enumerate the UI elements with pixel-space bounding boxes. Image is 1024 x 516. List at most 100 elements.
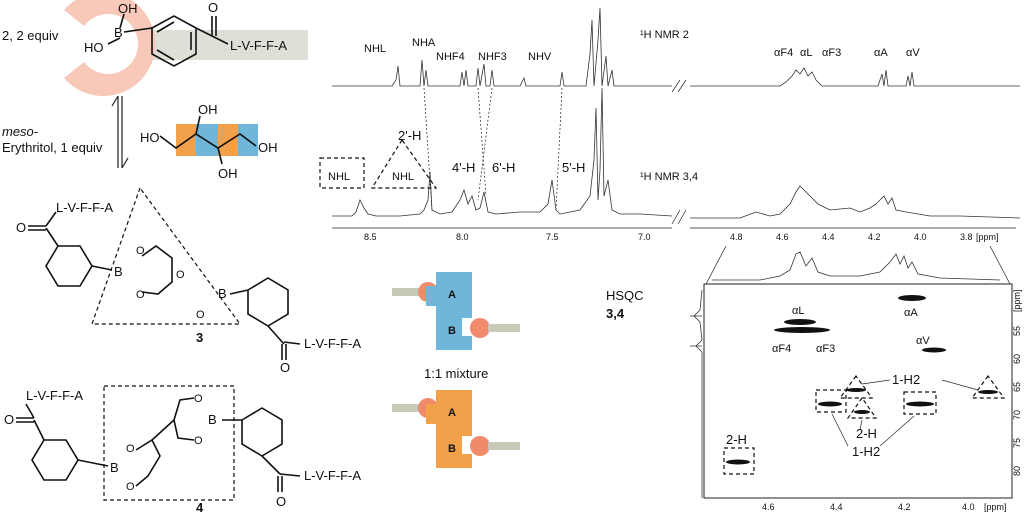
ppm-tick-46: 4.6 — [776, 232, 789, 242]
hsqc-peak-2h-b — [726, 459, 750, 465]
hsqc-label-1h2-top: 1-H2 — [892, 372, 920, 387]
peptide-label-4a: L-V-F-F-A — [26, 388, 83, 403]
nmr-trace-34-right — [690, 185, 1021, 219]
ppm-unit: [ppm] — [976, 232, 999, 242]
carbonyl-o-4a: O — [4, 412, 14, 427]
oxygen-3c: O — [176, 269, 185, 281]
hsqc-y-unit: [ppm] — [1012, 289, 1022, 312]
nmr-34-title: ¹H NMR 3,4 — [640, 171, 698, 183]
hsqc-peak-1h2-d — [978, 390, 998, 394]
peptide-label-3b: L-V-F-F-A — [304, 336, 361, 351]
hsqc-label-alpha-a: αA — [904, 307, 918, 319]
peak34-2h: 2'-H — [398, 128, 421, 143]
hsqc-square-2 — [903, 391, 937, 415]
mixture-label: 1:1 mixture — [424, 366, 488, 381]
hsqc-1d-projection — [712, 251, 1001, 281]
oxygen-3d: O — [196, 309, 205, 321]
hsqc-label-alpha-l: αL — [792, 305, 804, 317]
oxygen-4b: O — [126, 481, 135, 493]
peak34-6h: 6'-H — [492, 160, 515, 175]
ppm-tick-85: 8.5 — [364, 232, 377, 242]
hsqc-y-tick-60: 60 — [1012, 354, 1022, 364]
compound-4-number: 4 — [196, 500, 204, 515]
hsqc-y-tick-75: 75 — [1012, 438, 1022, 448]
correlation-lines — [423, 87, 563, 213]
hsqc-peak-1h2-a — [818, 401, 842, 407]
peak34-4h: 4'-H — [452, 160, 475, 175]
hsqc-plot: αL αA αF4 αF3 αV 1-H2 2-H 1-H2 2-H 4.6 4… — [690, 283, 1022, 512]
compound-3: L-V-F-F-A O B O O O O B O L-V-F-F-A 3 — [16, 186, 361, 375]
hsqc-f1-projection — [693, 289, 703, 498]
hsqc-triangle-3 — [970, 374, 1006, 399]
benzene-ring-4b — [241, 407, 283, 457]
peptide-label-3a: L-V-F-F-A — [56, 200, 113, 215]
ppm-tick-38: 3.8 — [960, 232, 973, 242]
block-schematic-orange: A B — [392, 390, 520, 468]
hsqc-square-3 — [723, 447, 755, 475]
hsqc-frame — [703, 283, 1013, 499]
hsqc-peak-alpha-a — [898, 295, 926, 301]
ppm-tick-40: 4.0 — [914, 232, 927, 242]
hsqc-label-2h-left: 2-H — [726, 432, 747, 447]
hsqc-x-unit: [ppm] — [984, 502, 1007, 512]
ppm-tick-48: 4.8 — [730, 232, 743, 242]
compound-2-label: 2, 2 equiv — [2, 28, 59, 43]
hsqc-y-tick-65: 65 — [1012, 382, 1022, 392]
hsqc-projection — [705, 245, 1011, 285]
carbonyl-o-4b: O — [276, 494, 286, 509]
oxygen-4a: O — [126, 443, 135, 455]
ppm-tick-42: 4.2 — [868, 232, 881, 242]
ppm-tick-75: 7.5 — [546, 232, 559, 242]
erythritol: HO OH OH OH — [140, 102, 278, 181]
hsqc-y-tick-55: 55 — [1012, 326, 1022, 336]
peak-nh-l: NHL — [364, 43, 386, 55]
hsqc-label-2h-mid: 2-H — [856, 426, 877, 441]
nmr-trace-2-left — [332, 7, 672, 87]
oxygen-4d: O — [194, 435, 203, 447]
hsqc-square-1 — [815, 389, 847, 413]
nmr-trace-2-right — [690, 67, 1020, 87]
carbonyl-o-3b: O — [280, 360, 290, 375]
boron-disk — [64, 0, 156, 96]
carbonyl-o-3a: O — [16, 220, 26, 235]
ppm-axis: 8.5 8.0 7.5 7.0 4.8 4.6 4.4 4.2 4.0 3.8 … — [332, 227, 1016, 242]
block-a-orange: A — [448, 407, 456, 419]
hsqc-subtitle: 3,4 — [606, 306, 625, 321]
hsqc-triangle-2 — [846, 396, 878, 419]
hsqc-peak-alpha-v — [922, 347, 946, 353]
peak-nh-v: NHV — [528, 51, 552, 63]
hsqc-label-alpha-f3: αF3 — [816, 343, 835, 355]
hsqc-title: HSQC — [606, 288, 644, 303]
boron-4a: B — [110, 460, 119, 475]
block-b-orange: B — [448, 443, 456, 455]
square-marker-nhl — [319, 157, 365, 189]
hsqc-peak-alpha-l — [784, 319, 816, 325]
nmr-spectrum-2: ¹H NMR 2 — [332, 7, 1020, 93]
compound-2: B OH HO O L-V-F-F-A 2, 2 equiv — [2, 0, 308, 96]
boron-atom: B — [114, 25, 123, 40]
peptide-label-2: L-V-F-F-A — [230, 38, 287, 53]
erythritol-oh-3: OH — [218, 166, 238, 181]
oxygen-3b: O — [136, 289, 145, 301]
block-a-blue: A — [448, 289, 456, 301]
peak-alpha-a: αA — [874, 47, 888, 59]
oxygen-3a: O — [136, 245, 145, 257]
hsqc-y-tick-80: 80 — [1012, 466, 1022, 476]
peak-nh-f4: NHF4 — [436, 51, 465, 63]
peak34-nh-l-square: NHL — [328, 171, 350, 183]
hsqc-peak-2h-a — [854, 410, 870, 414]
compound-4: L-V-F-F-A O B O O O B O O L-V-F-F-A 4 — [4, 385, 361, 515]
hsqc-x-tick-42: 4.2 — [898, 502, 911, 512]
peptide-label-4b: L-V-F-F-A — [304, 468, 361, 483]
peak-nh-a: NHA — [412, 37, 436, 49]
erythritol-label: Erythritol, 1 equiv — [2, 140, 103, 155]
equilibrium-arrows — [111, 95, 129, 169]
carbonyl-o-2: O — [208, 0, 218, 15]
benzene-ring-2 — [151, 15, 197, 67]
nmr-2-title: ¹H NMR 2 — [640, 29, 689, 41]
peak-alpha-f4: αF4 — [774, 47, 793, 59]
hsqc-label-alpha-v: αV — [916, 335, 930, 347]
peak34-5h: 5'-H — [562, 160, 585, 175]
ppm-tick-80: 8.0 — [456, 232, 469, 242]
compound-3-number: 3 — [196, 330, 203, 345]
